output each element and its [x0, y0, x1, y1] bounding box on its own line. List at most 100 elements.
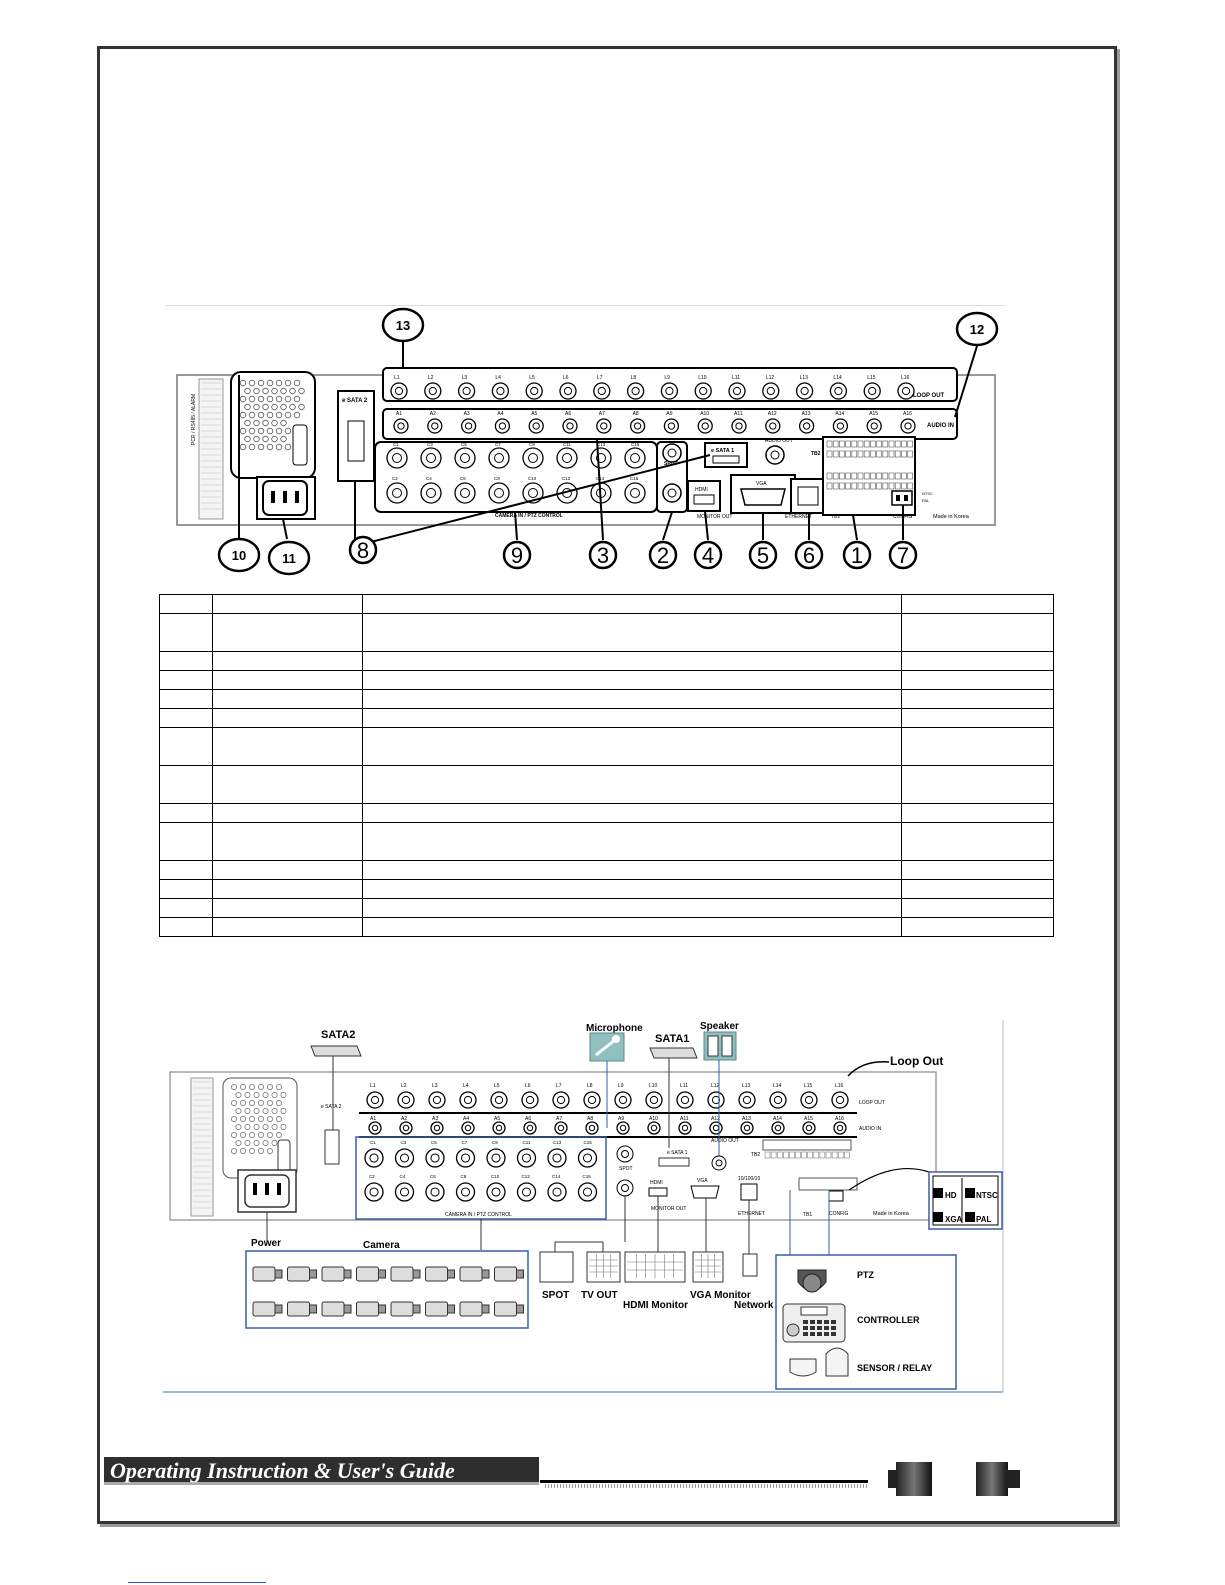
d-audio-out-text: AUDIO OUT	[711, 1138, 739, 1144]
d-camera-port-label: C12	[522, 1174, 531, 1179]
network-plug-icon	[742, 1253, 758, 1277]
relay-icon	[825, 1347, 849, 1377]
callout-circle	[842, 540, 872, 570]
esata2-port	[347, 420, 365, 462]
audio-port-label: A10	[700, 411, 709, 417]
callout-circle	[794, 540, 824, 570]
d-ethernet-top: 10/100/10	[738, 1176, 760, 1182]
table-cell	[361, 727, 903, 766]
table-cell	[211, 613, 363, 652]
callout-circle	[348, 535, 378, 565]
table-cell	[361, 765, 903, 804]
tb2-label: TB2	[811, 451, 821, 457]
camera-port-label: C5	[461, 442, 467, 447]
table-cell	[159, 727, 213, 766]
callout-number: 11	[282, 551, 296, 566]
ethernet-label: ETHERNET	[785, 514, 812, 520]
d-loop-port-label: L7	[556, 1083, 562, 1089]
callout-number: 6	[803, 543, 815, 568]
callout-number: 10	[232, 548, 246, 563]
table-cell	[361, 651, 903, 671]
footer-logo	[888, 1462, 1020, 1496]
camera-port-label: C3	[427, 442, 433, 447]
table-cell	[361, 917, 903, 937]
d-camera-port-label: C6	[430, 1174, 436, 1179]
d-audio-port-label: A3	[432, 1116, 438, 1122]
d-controller-label: CONTROLLER	[857, 1315, 920, 1325]
table-row	[159, 822, 1054, 861]
audio-port-label: A13	[802, 411, 811, 417]
d-loop-out-label: Loop Out	[890, 1054, 943, 1068]
d-camera-port-label: C13	[553, 1140, 562, 1145]
d-camera-port-label: C9	[492, 1140, 498, 1145]
camera-icon	[425, 1301, 448, 1317]
d-loop-port-label: L12	[711, 1083, 720, 1089]
footer-title: Operating Instruction & User's Guide	[104, 1457, 539, 1485]
d-ethernet-text: ETHERNET	[738, 1211, 765, 1217]
d-audio-in: AUDIO IN	[859, 1126, 882, 1132]
callout-circle	[648, 540, 678, 570]
audio-port-label: A15	[869, 411, 878, 417]
d-sensor-relay-label: SENSOR / RELAY	[857, 1363, 932, 1373]
table-row	[159, 879, 1054, 899]
d-network-label: Network	[734, 1300, 774, 1311]
table-row	[159, 860, 1054, 880]
audio-port-label: A6	[565, 411, 571, 417]
table-cell	[901, 670, 1054, 690]
table-cell	[901, 708, 1054, 728]
table-cell	[211, 689, 363, 709]
d-loop-port-label: L14	[773, 1083, 782, 1089]
audio-in-label: AUDIO IN	[927, 423, 954, 429]
camera-icon	[287, 1301, 310, 1317]
d-tv-out-label: TV OUT	[581, 1290, 618, 1301]
table-cell	[211, 708, 363, 728]
table-cell	[211, 651, 363, 671]
table-cell	[901, 917, 1054, 937]
d-spot-text: SPOT	[619, 1166, 633, 1172]
camera-icon	[356, 1301, 379, 1317]
d-sata2-drive	[310, 1045, 362, 1057]
callout-number: 13	[396, 318, 410, 333]
footer-hatch	[545, 1484, 867, 1488]
d-audio-port-label: A13	[742, 1116, 751, 1122]
d-audio-port-label: A15	[804, 1116, 813, 1122]
camera-in-box	[374, 441, 658, 513]
monitor-out-label: MONITOR OUT	[697, 514, 732, 520]
table-cell	[901, 765, 1054, 804]
d-pal-label: PAL	[976, 1215, 992, 1224]
d-audio-port-label: A6	[525, 1116, 531, 1122]
table-cell	[159, 860, 213, 880]
table-cell	[361, 803, 903, 823]
table-cell	[211, 822, 363, 861]
loop-port-label: L6	[563, 375, 569, 381]
table-cell	[211, 860, 363, 880]
d-camera-port-label: C4	[400, 1174, 406, 1179]
table-cell	[361, 898, 903, 918]
table-row	[159, 727, 1054, 766]
d-speaker-label: Speaker	[700, 1021, 739, 1032]
callout-number: 12	[970, 322, 984, 337]
d-xga-label: XGA	[945, 1215, 963, 1224]
loop-port-label: L1	[394, 375, 400, 381]
d-hdmi-text: HDMI	[650, 1180, 663, 1186]
camera-icon	[390, 1301, 414, 1317]
callout-circle	[588, 540, 618, 570]
d-camera-port-label: C10	[491, 1174, 500, 1179]
table-cell	[901, 803, 1054, 823]
d-vga-monitor-label: VGA Monitor	[690, 1290, 751, 1301]
esata1-label: e SATA 1	[711, 448, 734, 454]
ntsc-label: NTSC	[922, 491, 933, 496]
table-row	[159, 765, 1054, 804]
audio-port-label: A8	[633, 411, 639, 417]
table-cell	[159, 594, 213, 614]
camera-port-label: C1	[393, 442, 399, 447]
callout-number: 3	[597, 543, 609, 568]
callout-number: 1	[851, 543, 863, 568]
table-cell	[211, 917, 363, 937]
d-camera-port-label: C16	[583, 1174, 592, 1179]
d-sata2-label: SATA2	[321, 1029, 355, 1041]
camera-icon	[356, 1266, 379, 1282]
table-cell	[901, 879, 1054, 899]
loop-out-label: LOOP OUT	[913, 393, 945, 399]
